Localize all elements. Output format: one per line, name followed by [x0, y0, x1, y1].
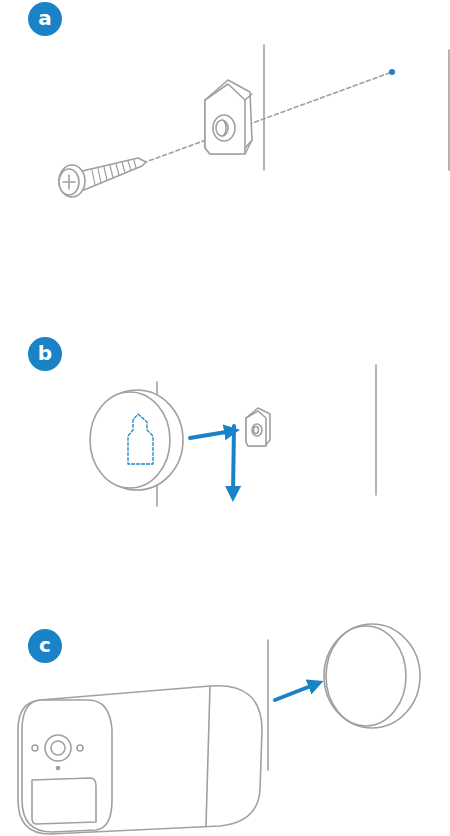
- step-b-illustration: [90, 365, 376, 506]
- step-badge: c: [28, 629, 62, 663]
- step-badge: b: [28, 337, 62, 371]
- step-a-illustration: [59, 45, 449, 197]
- attach-arrow: [275, 684, 316, 700]
- step-letter: b: [38, 343, 52, 363]
- mount-bracket: [205, 80, 252, 154]
- round-mount-back: [91, 390, 183, 490]
- round-mount-face: [90, 392, 170, 488]
- drill-point: [389, 69, 395, 75]
- step-letter: a: [38, 8, 52, 28]
- round-mount-back: [324, 624, 420, 728]
- wall-edge: [267, 640, 269, 770]
- wall-edge: [448, 50, 450, 170]
- mount-bracket: [246, 408, 270, 446]
- wall-edge: [263, 45, 265, 170]
- guide-line: [143, 72, 392, 163]
- round-mount-face: [326, 626, 406, 726]
- slide-arrow: [190, 431, 232, 438]
- step-badge: a: [28, 2, 62, 36]
- screw: [59, 158, 146, 197]
- hidden-slot: [128, 414, 153, 464]
- wall-edge: [375, 365, 377, 495]
- step-c-illustration: [18, 624, 420, 834]
- camera: [18, 686, 262, 834]
- step-letter: c: [39, 635, 51, 655]
- down-arrow: [233, 426, 234, 494]
